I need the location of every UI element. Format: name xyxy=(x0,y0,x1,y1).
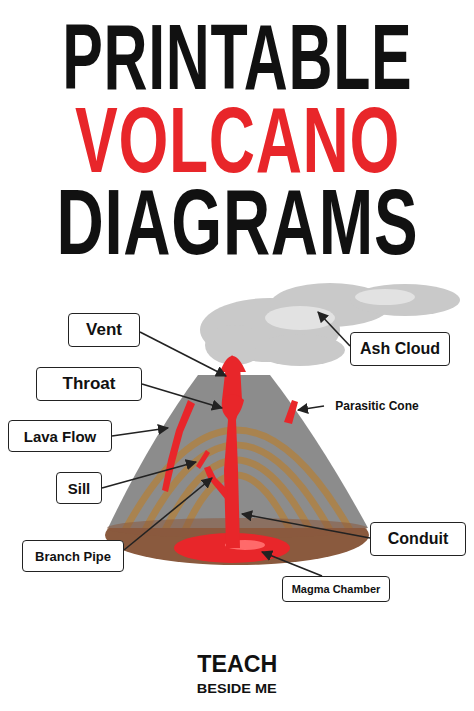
parasitic-cone-shape xyxy=(284,400,298,424)
conduit-shape xyxy=(222,355,242,548)
title-line: DIAGRAMS xyxy=(56,176,418,268)
callout-box: Ash Cloud xyxy=(350,332,450,366)
part-label: Vent xyxy=(86,320,122,340)
part-label: Ash Cloud xyxy=(360,340,440,358)
branch-pipe-shape xyxy=(204,466,228,500)
part-label: Parasitic Cone xyxy=(333,400,420,412)
part-label: Magma Chamber xyxy=(292,583,381,595)
ash-cloud-shape xyxy=(200,283,460,366)
part-label: Sill xyxy=(68,480,91,497)
part-label: Throat xyxy=(63,374,116,394)
callout-box: Vent xyxy=(68,313,140,347)
leader-lines xyxy=(102,312,370,576)
callout-box: Magma Chamber xyxy=(282,576,390,602)
title-line: PRINTABLE xyxy=(62,11,412,103)
callout-box: Branch Pipe xyxy=(22,540,124,572)
callout-box: Sill xyxy=(56,472,102,504)
part-label: Branch Pipe xyxy=(35,549,111,564)
part-label: Lava Flow xyxy=(24,428,97,445)
callout-box: Conduit xyxy=(370,522,466,556)
callout-box: Lava Flow xyxy=(8,420,112,452)
sill-shape xyxy=(196,450,210,469)
logo-text: TEACH xyxy=(197,652,277,676)
logo-text: BESIDE ME xyxy=(197,682,277,695)
part-label: Conduit xyxy=(388,530,448,548)
lava-flow-shape xyxy=(162,400,195,492)
callout-box: Throat xyxy=(36,367,142,401)
title-line: VOLCANO xyxy=(74,94,399,186)
